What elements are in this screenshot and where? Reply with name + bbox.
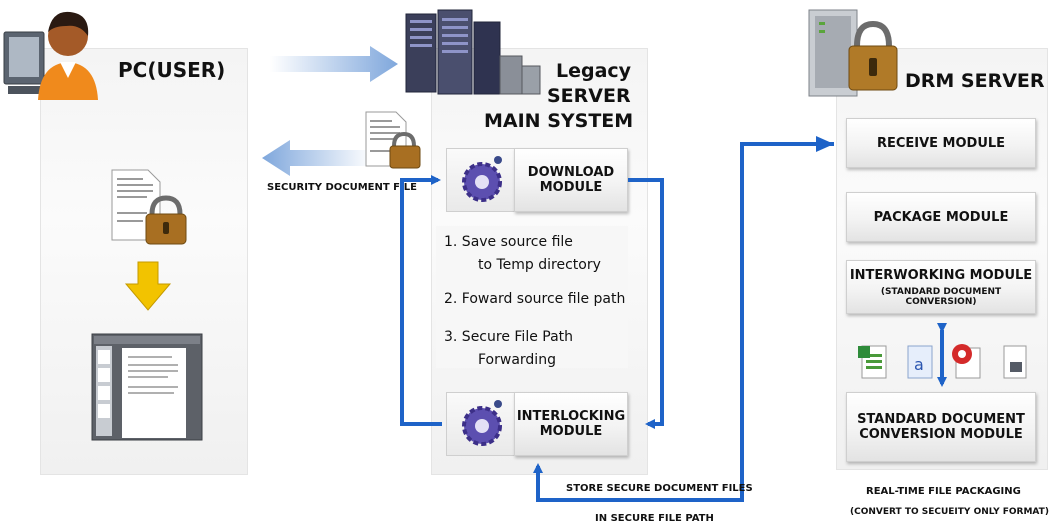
secure-document-icon: [365, 111, 421, 169]
standard-module-line1: STANDARD DOCUMENT: [857, 412, 1025, 427]
word-file-icon: a: [907, 345, 933, 379]
legacy-title-line3: MAIN SYSTEM: [484, 110, 634, 132]
interlocking-module-line1: INTERLOCKING: [516, 409, 626, 424]
security-document-arrow: [262, 140, 372, 176]
step-1-line1: 1. Save source file: [444, 234, 573, 250]
store-label-line2: IN SECURE FILE PATH: [595, 513, 714, 524]
step-3-line2: Forwarding: [478, 352, 556, 368]
interworking-module-label: INTERWORKING MODULE: [849, 267, 1033, 283]
request-arrow: [270, 46, 398, 82]
store-label-line1: STORE SECURE DOCUMENT FILES: [566, 483, 753, 494]
download-module-icon: [446, 148, 516, 212]
svg-text:a: a: [914, 355, 924, 374]
pc-title: PC(USER): [118, 58, 226, 82]
step-3-line1: 3. Secure File Path: [444, 329, 574, 345]
interworking-module-sub: (STANDARD DOCUMENT CONVERSION): [880, 286, 1002, 307]
package-module-label: PACKAGE MODULE: [873, 209, 1009, 225]
gear-icon: [462, 400, 502, 446]
document-viewer-icon: [91, 333, 203, 441]
interlocking-module-line2: MODULE: [539, 424, 603, 439]
receive-module-label: RECEIVE MODULE: [876, 135, 1006, 151]
steps-box: [436, 226, 628, 368]
pdf-file-icon: [952, 344, 981, 379]
realtime-label-line1: REAL-TIME FILE PACKAGING: [866, 486, 1021, 497]
legacy-title-line1: Legacy: [556, 60, 632, 82]
interworking-module[interactable]: INTERWORKING MODULE (STANDARD DOCUMENT C…: [846, 260, 1036, 314]
legacy-title-line2: SERVER: [547, 85, 631, 107]
step-1-line2: to Temp directory: [478, 257, 601, 273]
security-document-label: SECURITY DOCUMENT FILE: [267, 182, 417, 193]
step-2: 2. Foward source file path: [444, 291, 626, 307]
excel-file-icon: [858, 345, 887, 379]
down-arrow-icon: [124, 261, 172, 311]
gear-icon: [462, 156, 502, 202]
drm-title: DRM SERVER: [905, 70, 1045, 92]
receive-module[interactable]: RECEIVE MODULE: [846, 118, 1036, 168]
image-file-icon: [1003, 345, 1027, 379]
user-pc-icon: [3, 11, 98, 100]
server-rack-icon: [405, 9, 541, 95]
drm-server-lock-icon: [808, 9, 898, 97]
package-module[interactable]: PACKAGE MODULE: [846, 192, 1036, 242]
download-module-line1: DOWNLOAD: [527, 165, 615, 180]
standard-module-line2: CONVERSION MODULE: [859, 427, 1023, 442]
realtime-label-line2: (CONVERT TO SECUEITY ONLY FORMAT): [850, 507, 1049, 517]
secure-document-icon: [111, 169, 187, 245]
download-module-line2: MODULE: [539, 180, 603, 195]
